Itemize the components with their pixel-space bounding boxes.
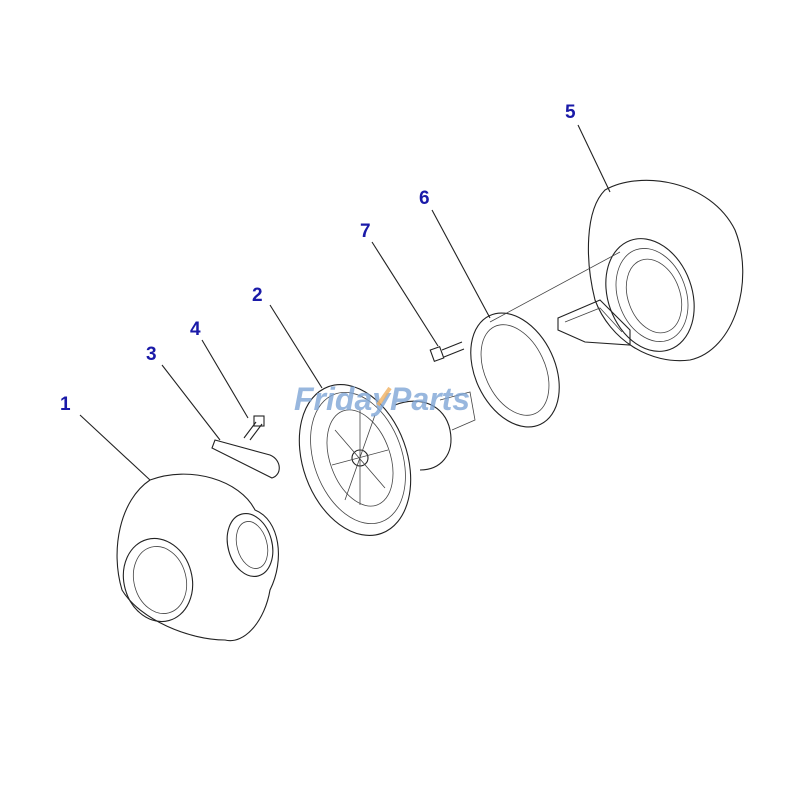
- part-7-bolt: [429, 341, 465, 363]
- part-5-compressor-housing: [557, 179, 744, 362]
- callout-2: 2: [252, 285, 263, 306]
- callout-5: 5: [565, 102, 576, 123]
- part-4-bolt: [243, 415, 265, 441]
- leader-lines: [79, 124, 611, 481]
- part-2-cartridge: [298, 384, 476, 536]
- watermark-check-mark: [376, 386, 392, 407]
- callout-4: 4: [190, 319, 201, 340]
- part-6-gasket: [470, 312, 560, 428]
- part-1-turbine-housing: [116, 473, 279, 642]
- part-3-plate: [211, 439, 280, 479]
- callout-6: 6: [419, 188, 430, 209]
- callout-1: 1: [60, 394, 71, 415]
- callout-3: 3: [146, 344, 157, 365]
- callout-7: 7: [360, 221, 371, 242]
